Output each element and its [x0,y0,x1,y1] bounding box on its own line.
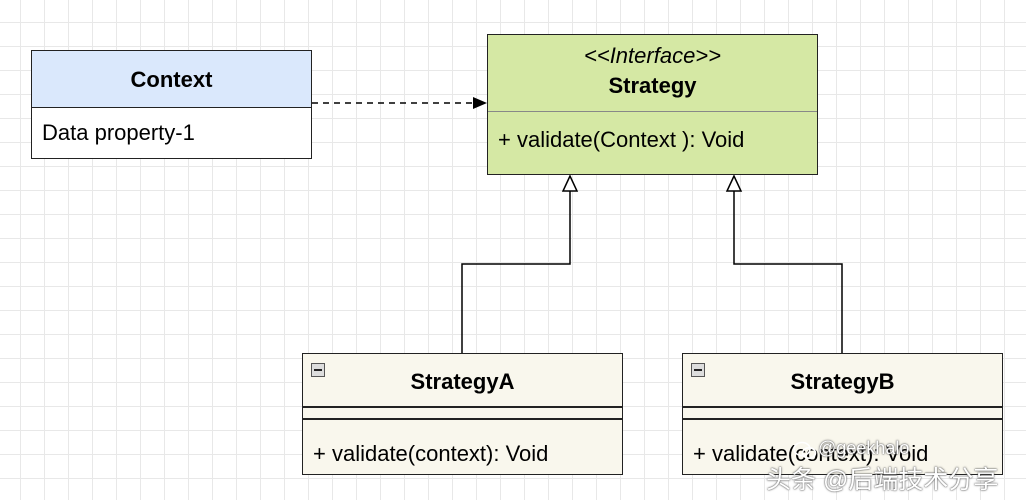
interface-stereotype: <<Interface>> [584,43,721,68]
strategy-b-header: StrategyB [683,354,1002,406]
attributes-divider [303,406,622,408]
empty-attributes [303,408,622,418]
collapse-icon[interactable] [691,363,705,377]
methods-divider [303,418,622,420]
inheritance-arrowhead-a [561,174,579,192]
watermark-brand: 头条 @后端技术分享 [766,466,999,494]
collapse-icon[interactable] [311,363,325,377]
strategy-a-method: + validate(context): Void [313,441,549,466]
strategy-b-title: StrategyB [790,369,895,394]
strategy-interface[interactable]: <<Interface>> Strategy + validate(Contex… [487,34,818,175]
strategy-a-header: StrategyA [303,354,622,406]
inheritance-line-b [733,191,843,353]
watermark: @geekhalo 头条 @后端技术分享 [760,432,1026,500]
interface-divider [488,111,817,112]
inheritance-arrowhead-b [725,174,743,192]
strategy-a-class[interactable]: StrategyA + validate(context): Void [302,353,623,475]
strategy-a-title: StrategyA [410,369,515,394]
context-class-title: Context [32,51,311,108]
strategy-b-method: + validate(context): Void [693,441,929,466]
watermark-handle: @geekhalo [818,438,910,458]
strategy-interface-method: + validate(Context ): Void [498,127,745,152]
strategy-b-class[interactable]: StrategyB + validate(context): Void [682,353,1003,475]
attributes-divider [683,406,1002,408]
wechat-icon [793,441,817,459]
strategy-interface-title: Strategy [608,73,697,98]
context-class[interactable]: Context Data property-1 [31,50,312,159]
inheritance-line-a [461,191,571,353]
methods-divider [683,418,1002,420]
empty-attributes [683,408,1002,418]
context-class-attribute: Data property-1 [32,108,311,158]
